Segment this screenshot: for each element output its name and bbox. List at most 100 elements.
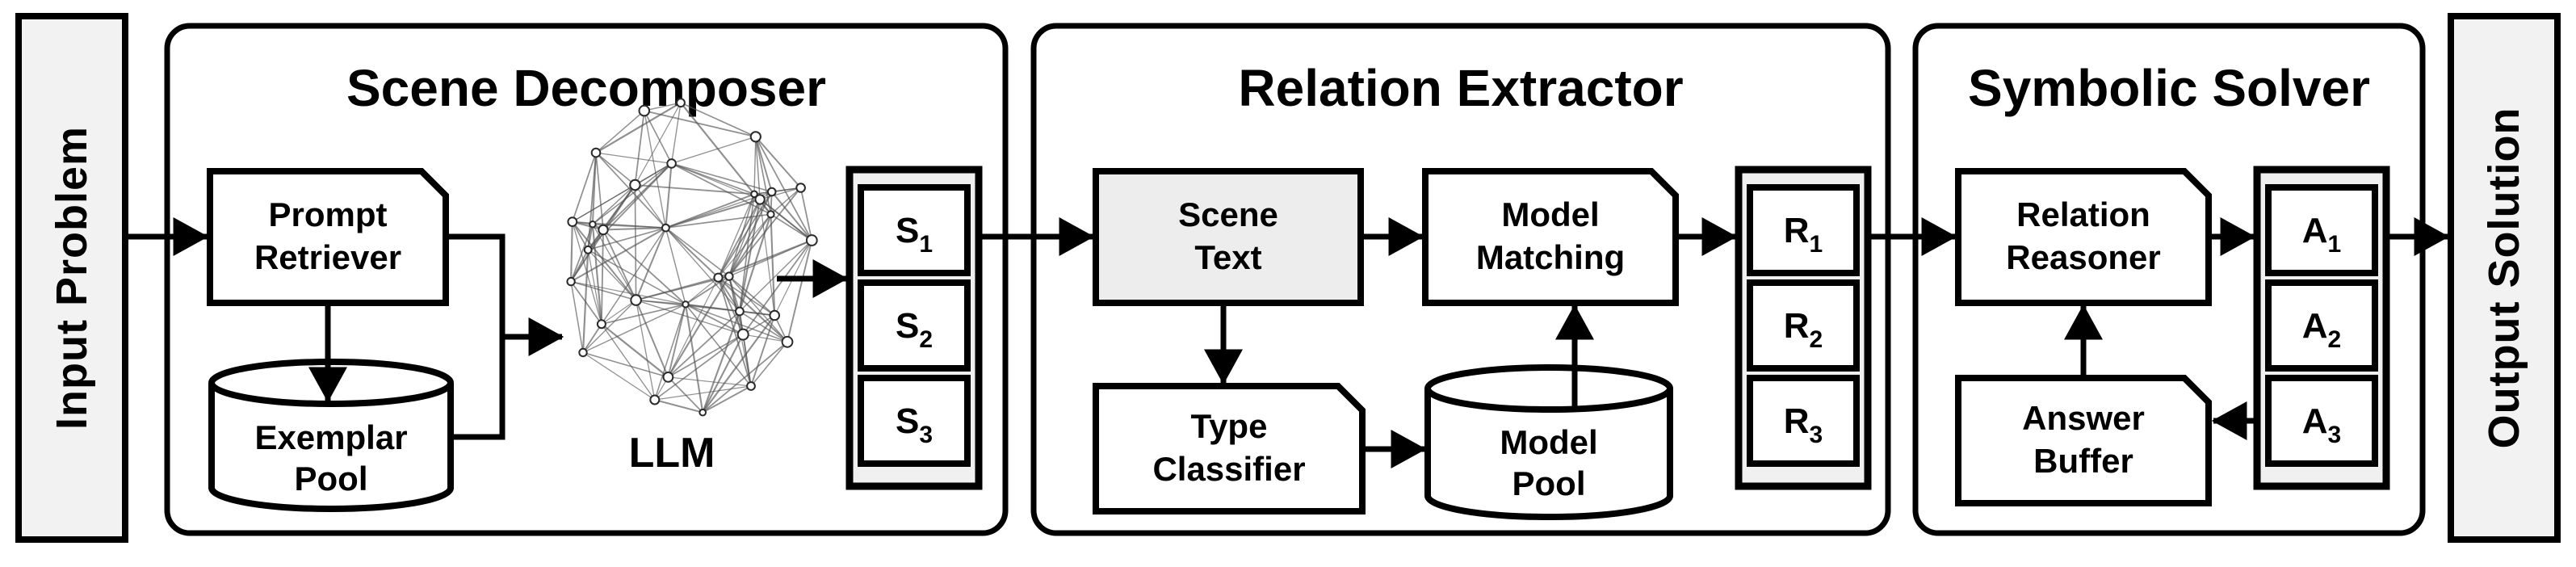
scene-stack: S1 S2 S3 (845, 166, 983, 490)
answer-buffer-label-line1: Answer (2022, 399, 2145, 437)
mesh-node (769, 309, 781, 321)
mesh-edge (635, 300, 669, 378)
mesh-node (578, 347, 588, 358)
mesh-edge (665, 227, 730, 277)
scene-stack-label-2: S2 (896, 306, 933, 353)
mesh-edge (742, 239, 813, 335)
answer-buffer-label-line2: Buffer (2033, 442, 2133, 480)
mesh-edge (667, 277, 720, 378)
mesh-edge (685, 304, 744, 335)
answer-stack-item-3 (2265, 375, 2378, 467)
relation-extractor-frame (1030, 23, 1891, 536)
mesh-edge (582, 304, 686, 354)
mesh-node (589, 220, 597, 229)
relation-reasoner-node: Relation Reasoner (1955, 168, 2212, 306)
mesh-edge (635, 227, 667, 300)
mesh-edge (753, 136, 757, 195)
model-pool-label-line1: Model (1500, 423, 1597, 461)
mesh-edge (702, 385, 752, 414)
mesh-edge (728, 194, 755, 277)
mesh-edge (667, 310, 740, 378)
mesh-edge (728, 275, 745, 335)
mesh-edge (743, 334, 788, 342)
mesh-edge (667, 304, 686, 378)
mesh-edge (667, 334, 744, 378)
mesh-edge (665, 227, 720, 279)
model-pool-label-line2: Pool (1512, 464, 1586, 502)
mesh-edge (728, 275, 775, 317)
mesh-edge (670, 103, 682, 164)
mesh-edge (770, 191, 813, 242)
mesh-edge (680, 102, 757, 138)
mesh-edge (635, 184, 755, 195)
relation-stack-label-3: R3 (1784, 401, 1823, 448)
answer-stack-item-2 (2265, 279, 2378, 372)
mesh-edge (601, 303, 686, 326)
mesh-edge (602, 162, 673, 231)
relation-extractor-title: Relation Extractor (1238, 59, 1683, 117)
relation-stack-item-2 (1747, 279, 1860, 372)
mesh-edge (718, 277, 775, 317)
mesh-edge (601, 227, 667, 325)
model-matching-node: Model Matching (1422, 168, 1679, 306)
mesh-edge (570, 281, 584, 353)
mesh-edge (750, 341, 788, 387)
mesh-edge (717, 277, 745, 335)
mesh-node (805, 234, 818, 246)
mesh-node (629, 178, 641, 191)
mesh-edge (728, 191, 773, 277)
mesh-edge (717, 191, 773, 279)
mesh-edge (754, 136, 772, 215)
llm-label: LLM (629, 430, 715, 477)
scene-stack-item-2 (858, 279, 971, 372)
mesh-edge (591, 153, 597, 225)
mesh-node (630, 294, 642, 306)
exemplar-pool-cylinder: Exemplar Pool (208, 359, 454, 512)
mesh-edge (635, 300, 656, 401)
mesh-edge (592, 162, 673, 225)
mesh-edge (770, 213, 812, 242)
relation-stack-item-3 (1747, 375, 1860, 467)
mesh-node (661, 223, 670, 233)
mesh-edge (750, 315, 776, 387)
mesh-edge (601, 323, 656, 401)
scene-text-label-line2: Text (1194, 238, 1261, 276)
llm-network-graphic (566, 98, 818, 417)
mesh-edge (728, 213, 772, 277)
mesh-node (590, 147, 602, 158)
mesh-edge (665, 198, 761, 229)
prompt-retriever-shape (207, 168, 449, 306)
mesh-node (754, 194, 766, 205)
relation-reasoner-label-line2: Reasoner (2006, 238, 2160, 276)
mesh-edge (702, 341, 788, 414)
answer-stack-label-1: A1 (2302, 211, 2341, 258)
mesh-node (567, 216, 578, 228)
mesh-edge (755, 136, 813, 241)
mesh-node (666, 158, 677, 169)
mesh-edge (728, 275, 788, 342)
mesh-edge (644, 110, 667, 229)
mesh-edge (600, 229, 604, 325)
symbolic-solver-title: Symbolic Solver (1968, 59, 2370, 117)
mesh-edge (644, 110, 757, 138)
scene-text-label-line1: Scene (1178, 195, 1278, 233)
mesh-node (724, 271, 734, 281)
type-classifier-shape (1093, 383, 1366, 514)
scene-decomposer-frame (164, 23, 1009, 536)
scene-decomposer-title: Scene Decomposer (346, 59, 826, 117)
output-solution-label: Output Solution (2480, 107, 2528, 449)
mesh-edge (592, 184, 636, 225)
mesh-edge (601, 323, 669, 378)
mesh-edge (587, 249, 686, 305)
mesh-edge (595, 102, 682, 154)
exemplar-pool-top (208, 359, 454, 407)
answer-stack: A1 A2 A3 (2253, 166, 2390, 490)
mesh-edge (717, 199, 761, 279)
answer-buffer-shape (1955, 375, 2212, 506)
answer-buffer-node: Answer Buffer (1955, 375, 2212, 506)
mesh-edge (717, 194, 755, 278)
input-problem-box (15, 13, 128, 543)
mesh-edge (702, 314, 776, 414)
mesh-edge (570, 281, 602, 325)
mesh-edge (667, 376, 703, 414)
